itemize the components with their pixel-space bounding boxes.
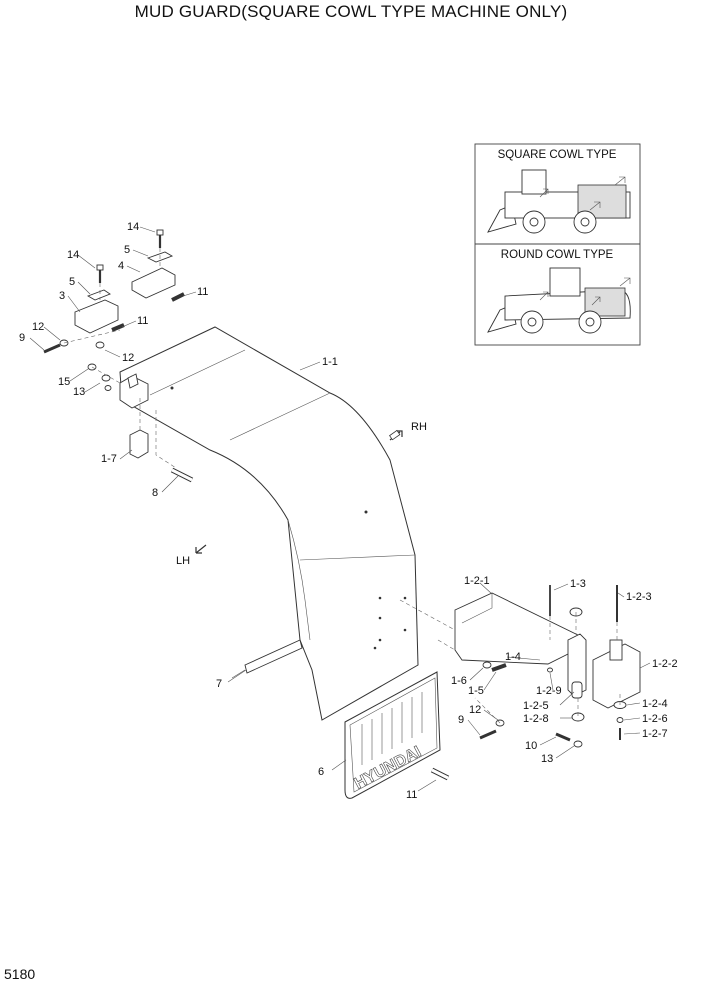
page-number: 5180 bbox=[4, 966, 36, 982]
callout-1-2-5: 1-2-5 bbox=[523, 700, 549, 712]
callout-1-2-3: 1-2-3 bbox=[626, 591, 652, 603]
callout-10: 10 bbox=[525, 740, 537, 752]
callout-1-4: 1-4 bbox=[505, 651, 521, 663]
callout-14: 14 bbox=[127, 221, 139, 233]
round-cowl-label: ROUND COWL TYPE bbox=[501, 249, 614, 261]
callout-11: 11 bbox=[406, 789, 417, 801]
callout-1-3: 1-3 bbox=[570, 578, 586, 590]
callout-5: 5 bbox=[124, 244, 130, 256]
bolt-11-flap bbox=[430, 767, 450, 781]
callout-leaders bbox=[29, 226, 651, 792]
callout-11: 11 bbox=[197, 286, 208, 298]
lower-bracket-assembly bbox=[399, 585, 641, 748]
callout-13: 13 bbox=[541, 753, 553, 765]
square-cowl-loader-image bbox=[487, 169, 631, 234]
callout-12: 12 bbox=[122, 352, 134, 364]
round-cowl-loader-image bbox=[487, 267, 631, 334]
callout-1-2-1: 1-2-1 bbox=[464, 575, 490, 587]
callout-6: 6 bbox=[318, 766, 324, 778]
square-cowl-label: SQUARE COWL TYPE bbox=[498, 149, 617, 161]
fender-body bbox=[119, 326, 419, 721]
callout-1-6: 1-6 bbox=[451, 675, 467, 687]
rh-label: RH bbox=[411, 421, 427, 433]
callout-1-2-4: 1-2-4 bbox=[642, 698, 668, 710]
callout-1-5: 1-5 bbox=[468, 685, 484, 697]
callout-5: 5 bbox=[69, 276, 75, 288]
callout-7: 7 bbox=[216, 678, 222, 690]
callout-12: 12 bbox=[32, 321, 44, 333]
callout-1-2-9: 1-2-9 bbox=[536, 685, 562, 697]
rh-arrow-icon bbox=[389, 429, 403, 441]
callout-13: 13 bbox=[73, 386, 85, 398]
callout-1-7: 1-7 bbox=[101, 453, 117, 465]
callout-12: 12 bbox=[469, 704, 481, 716]
callout-9: 9 bbox=[458, 714, 464, 726]
callout-1-1: 1-1 bbox=[322, 356, 338, 368]
callout-1-2-7: 1-2-7 bbox=[642, 728, 668, 740]
callout-1-2-8: 1-2-8 bbox=[523, 713, 549, 725]
cowl-type-inset: SQUARE COWL TYPE ROUND COWL TYPE bbox=[474, 143, 641, 346]
callout-11: 11 bbox=[137, 315, 148, 327]
lh-label: LH bbox=[176, 555, 190, 567]
lh-arrow-icon bbox=[195, 544, 207, 554]
callout-labels: 14 5 4 11 14 5 3 11 12 9 12 15 13 1-1 1-… bbox=[19, 221, 678, 801]
strip-part-7 bbox=[231, 639, 303, 679]
callout-15: 15 bbox=[58, 376, 70, 388]
callout-14: 14 bbox=[67, 249, 79, 261]
callout-1-2-6: 1-2-6 bbox=[642, 713, 668, 725]
callout-3: 3 bbox=[59, 290, 65, 302]
page-title: MUD GUARD(SQUARE COWL TYPE MACHINE ONLY) bbox=[134, 2, 568, 21]
callout-8: 8 bbox=[152, 487, 158, 499]
callout-1-2-2: 1-2-2 bbox=[652, 658, 678, 670]
upper-brackets bbox=[43, 229, 194, 483]
callout-9: 9 bbox=[19, 332, 25, 344]
callout-4: 4 bbox=[118, 260, 124, 272]
